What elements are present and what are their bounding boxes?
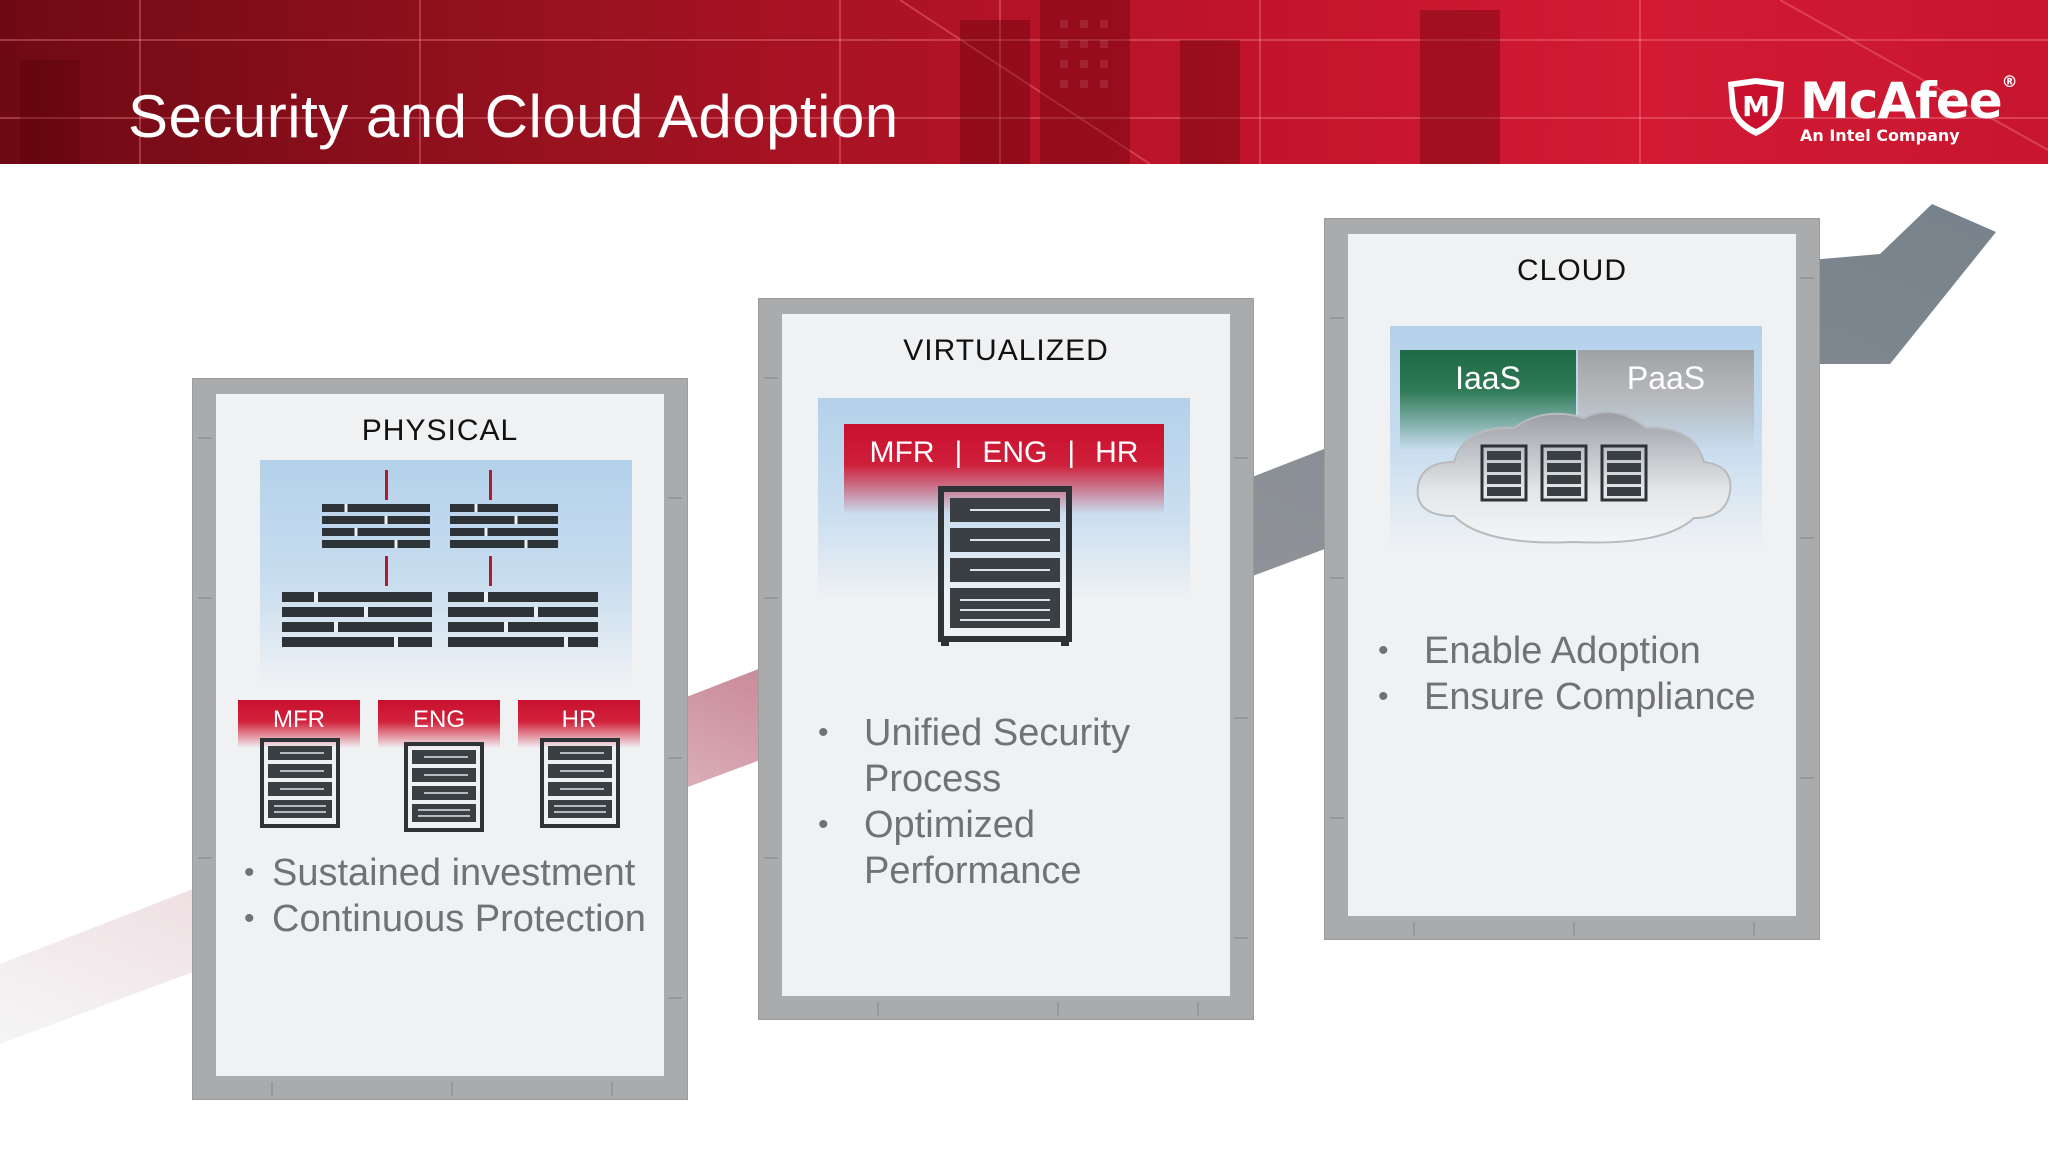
department-label: ENG — [378, 700, 500, 748]
department-label: MFR — [869, 436, 935, 469]
cloud-icon — [1416, 411, 1732, 544]
stage-card-physical: PHYSICAL — [192, 378, 688, 1100]
logo-registered: ® — [2001, 72, 2018, 91]
stage-title: CLOUD — [1516, 254, 1627, 287]
connector-line — [385, 470, 388, 500]
card-frame-pattern — [764, 377, 1248, 1016]
stage-bullets: Enable Adoption Ensure Compliance — [1372, 628, 1782, 720]
firewall-icon — [448, 592, 598, 647]
server-rack-icon — [260, 738, 340, 828]
logo-tagline: An Intel Company — [1800, 126, 1960, 145]
card-frame-pattern — [1330, 277, 1814, 936]
connector-line — [489, 470, 492, 500]
bullet-item: Unified Security Process — [812, 710, 1212, 802]
server-rack-icon — [938, 486, 1072, 646]
shield-letter: M — [1742, 90, 1770, 123]
department-label: ENG — [982, 436, 1048, 469]
logo-name: McAfee — [1800, 72, 2003, 130]
page-title: Security and Cloud Adoption — [128, 83, 899, 150]
server-rack-icon — [1480, 444, 1528, 502]
bullet-item: Enable Adoption — [1372, 628, 1782, 674]
stage-card-panel: PHYSICAL — [216, 394, 664, 1076]
stage-title: PHYSICAL — [361, 414, 519, 447]
header-banner: Security and Cloud Adoption M McAfee® An… — [0, 0, 2048, 164]
department-label: HR — [1095, 436, 1139, 469]
department-hr: HR — [518, 700, 640, 830]
logo-wordmark: McAfee® — [1800, 72, 2018, 130]
department-separator: | — [954, 436, 963, 469]
department-bar: MFR | ENG | HR — [844, 424, 1164, 514]
department-eng: ENG — [378, 700, 500, 832]
mcafee-logo: M McAfee® An Intel Company — [1724, 72, 2024, 152]
stage-card-panel: VIRTUALIZED MFR | ENG | HR Unified Secur… — [782, 314, 1230, 996]
stage-bullets: Sustained investment Continuous Protecti… — [238, 850, 658, 942]
department-label: HR — [518, 700, 640, 748]
mcafee-shield-icon: M — [1728, 78, 1784, 136]
server-rack-icon — [540, 738, 620, 828]
stage-bullets: Unified Security Process Optimized Perfo… — [812, 710, 1212, 894]
firewall-icon — [450, 504, 558, 548]
stage-card-cloud: CLOUD IaaS PaaS — [1324, 218, 1820, 940]
firewall-icon — [282, 592, 432, 647]
firewall-icon — [322, 504, 430, 548]
stage-card-virtualized: VIRTUALIZED MFR | ENG | HR Unified Secur… — [758, 298, 1254, 1020]
bullet-item: Optimized Performance — [812, 802, 1212, 894]
stage-card-panel: CLOUD IaaS PaaS — [1348, 234, 1796, 916]
department-mfr: MFR — [238, 700, 360, 830]
card-frame-pattern — [198, 437, 682, 1096]
bullet-item: Ensure Compliance — [1372, 674, 1782, 720]
server-rack-icon — [404, 742, 484, 832]
header-cityscape-pattern — [0, 0, 2048, 164]
server-rack-icon — [1540, 444, 1588, 502]
server-rack-icon — [1600, 444, 1648, 502]
stage-title: VIRTUALIZED — [903, 334, 1109, 367]
bullet-item: Sustained investment — [238, 850, 658, 896]
bullet-item: Continuous Protection — [238, 896, 658, 942]
connector-line — [385, 556, 388, 586]
connector-line — [489, 556, 492, 586]
department-separator: | — [1067, 436, 1076, 469]
firewall-diagram — [282, 470, 598, 647]
